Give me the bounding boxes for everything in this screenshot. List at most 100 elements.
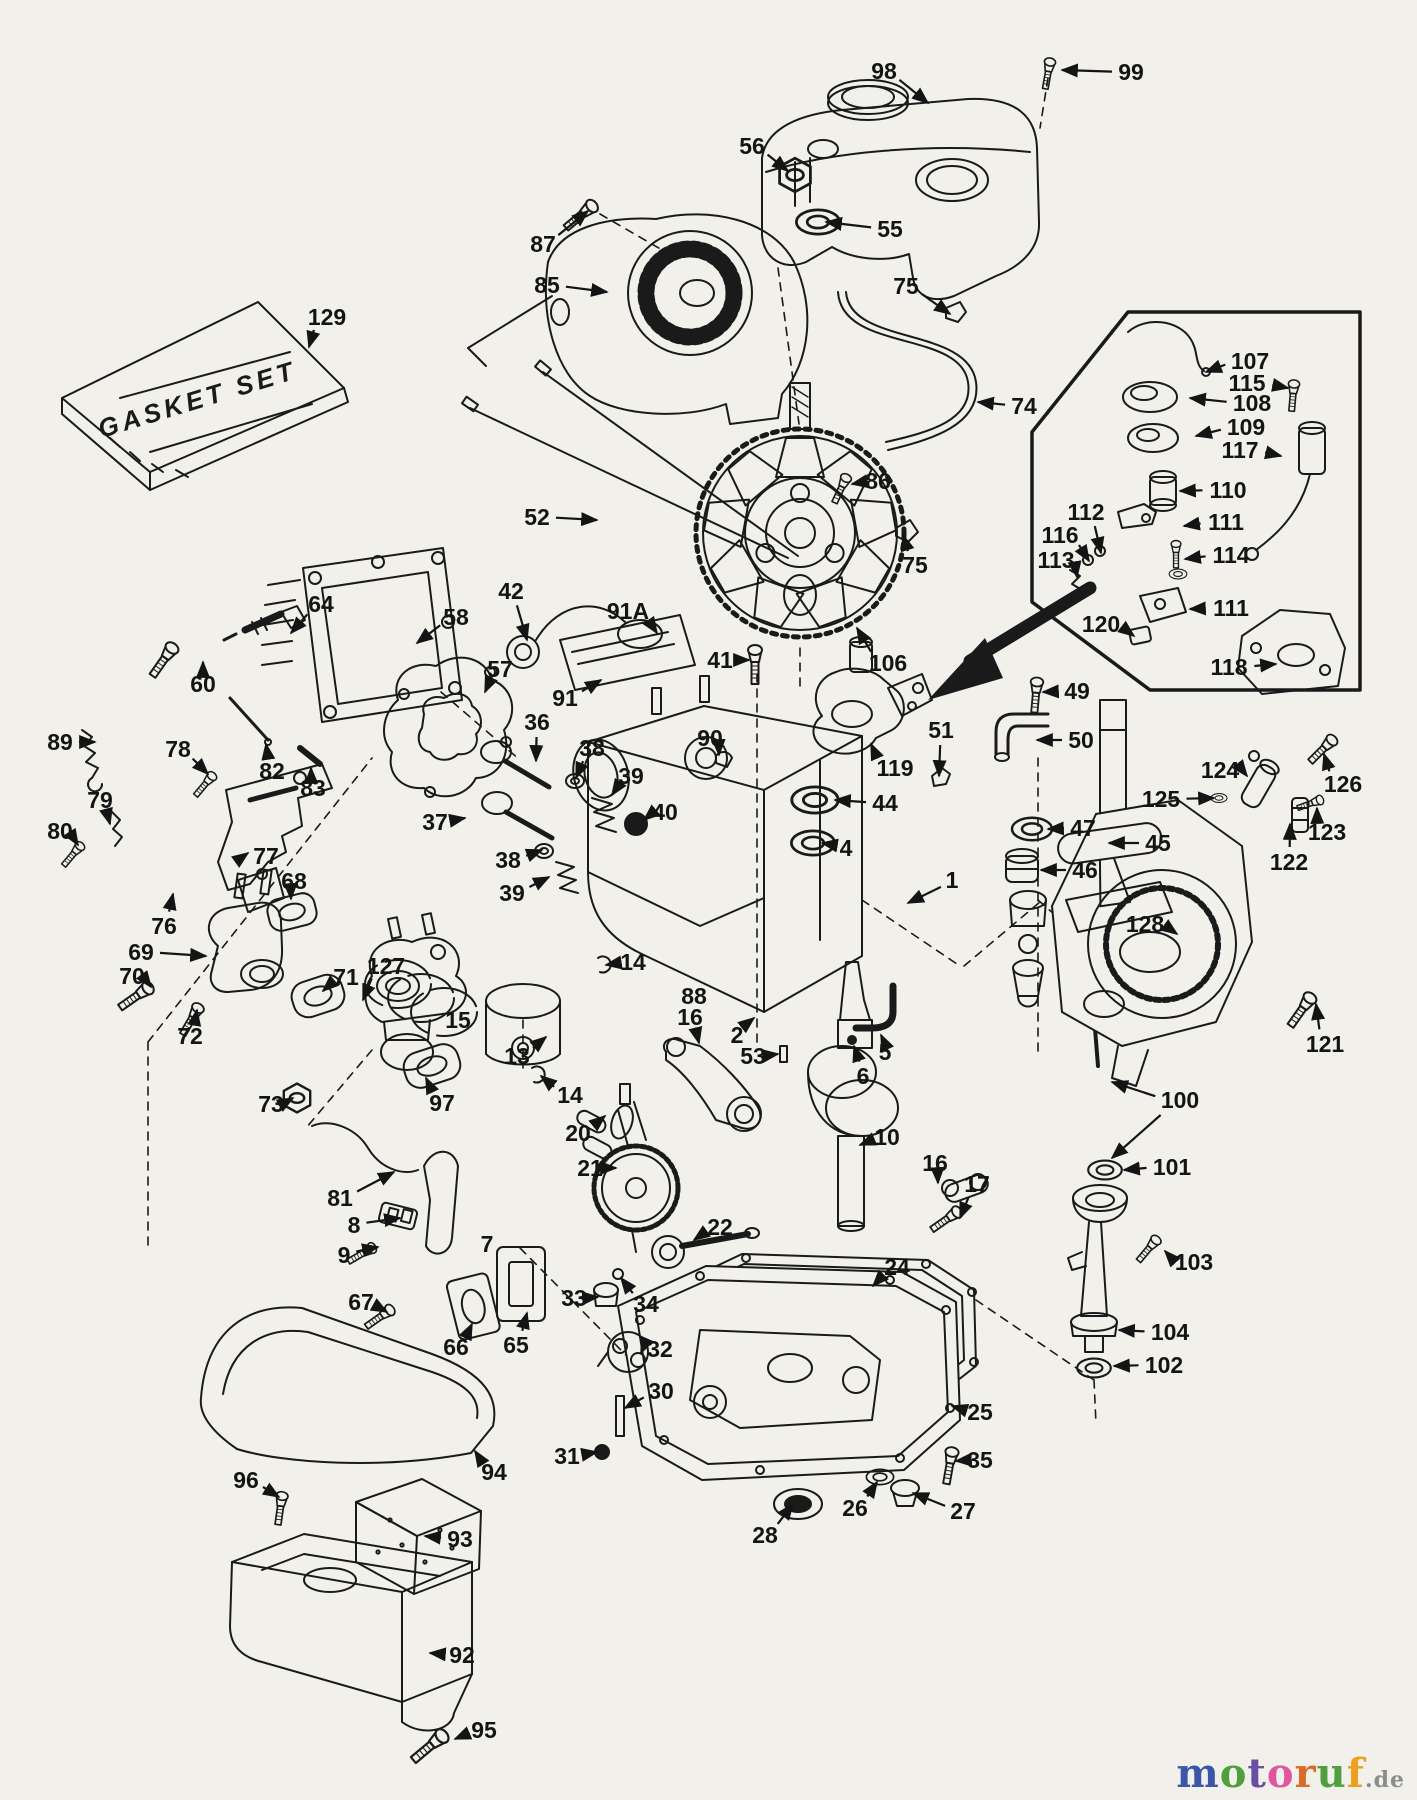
leader-103 <box>1163 1249 1181 1268</box>
leader-66 <box>458 1322 473 1342</box>
magneto-box <box>1030 310 1362 695</box>
valve-train <box>480 740 733 894</box>
leader-78 <box>191 757 210 776</box>
logo-letter: m <box>1176 1750 1220 1797</box>
part-label-89: 89 <box>47 729 73 755</box>
leader-39b <box>528 876 551 891</box>
bolt-41 <box>747 644 763 685</box>
leader-108 <box>1188 392 1227 407</box>
leader-107 <box>1204 359 1226 374</box>
part-label-120: 120 <box>1082 611 1120 637</box>
fuel-tank <box>761 79 1041 301</box>
bolt-9 <box>344 1240 380 1268</box>
leader-95 <box>453 1726 473 1741</box>
leader-16a <box>688 1025 703 1045</box>
leader-17 <box>958 1196 973 1220</box>
part-label-109: 109 <box>1227 414 1265 440</box>
part-label-2: 2 <box>731 1022 744 1048</box>
part-label-52: 52 <box>524 504 550 530</box>
part-label-87: 87 <box>530 231 556 257</box>
leader-42 <box>515 604 530 642</box>
spark-wire <box>535 605 626 641</box>
spark-plug <box>222 605 306 642</box>
part-label-97: 97 <box>429 1090 455 1116</box>
leader-91A <box>642 615 658 635</box>
leader-126 <box>1321 752 1336 772</box>
leader-72 <box>187 1008 202 1027</box>
leader-97 <box>425 1076 440 1096</box>
leader-25 <box>950 1403 970 1418</box>
leader-31 <box>580 1447 599 1462</box>
leader-127 <box>361 977 376 1002</box>
leader-100b <box>1110 1114 1162 1160</box>
clip-51 <box>931 767 951 787</box>
part-label-107: 107 <box>1231 348 1269 374</box>
leader-118 <box>1254 658 1278 673</box>
leader-92 <box>428 1647 447 1662</box>
leader-121 <box>1311 1002 1326 1030</box>
leader-87 <box>557 209 590 236</box>
leader-73 <box>275 1097 295 1112</box>
intake-elbow <box>207 868 318 993</box>
leader-71 <box>321 975 340 993</box>
oil-pan <box>617 1265 961 1481</box>
part-label-81: 81 <box>327 1185 353 1211</box>
part-label-83: 83 <box>300 775 326 801</box>
part-label-39b: 39 <box>499 880 525 906</box>
motoruf-logo[interactable]: motoruf.de <box>1176 1754 1405 1794</box>
leader-58 <box>415 624 441 645</box>
part-label-82: 82 <box>259 758 285 784</box>
gasket-set-text: GASKET SET <box>94 355 300 444</box>
part-label-69: 69 <box>128 939 154 965</box>
leader-91 <box>581 679 603 695</box>
screw-96 <box>271 1490 290 1527</box>
gasket-109 <box>1127 423 1179 453</box>
part-label-46: 46 <box>1072 857 1098 883</box>
part-label-66: 66 <box>443 1334 469 1360</box>
part-label-125: 125 <box>1142 786 1181 812</box>
part-label-117: 117 <box>1221 437 1258 463</box>
bolt-121 <box>1283 988 1320 1031</box>
part-label-26: 26 <box>842 1495 868 1521</box>
camshaft <box>591 1083 681 1253</box>
leader-37 <box>448 813 467 828</box>
part-label-27: 27 <box>950 1498 976 1524</box>
logo-letter: o <box>1266 1750 1295 1797</box>
part-label-80: 80 <box>47 818 73 844</box>
control-brackets <box>217 696 333 913</box>
clamp-8 <box>377 1201 419 1231</box>
leader-101 <box>1122 1161 1147 1176</box>
part-label-73: 73 <box>258 1091 284 1117</box>
bolt-17 <box>927 1203 966 1236</box>
leader-10 <box>858 1132 878 1147</box>
part-label-34: 34 <box>633 1291 659 1317</box>
part-label-115: 115 <box>1228 370 1265 396</box>
leader-115 <box>1271 377 1290 392</box>
ignition-coil <box>506 605 696 691</box>
part-label-14a: 14 <box>557 1082 583 1108</box>
part-label-36: 36 <box>524 709 550 735</box>
part-label-50: 50 <box>1068 727 1094 753</box>
leader-57 <box>483 674 498 694</box>
leader-100 <box>1110 1080 1156 1098</box>
recoil-starter <box>1051 750 1309 1087</box>
part-label-75a: 75 <box>893 273 919 299</box>
part-label-7: 7 <box>481 1231 494 1257</box>
part-label-44: 44 <box>872 790 898 816</box>
leader-47 <box>1046 821 1065 836</box>
hose-clamp-75a <box>945 301 967 323</box>
part-label-103: 103 <box>1175 1249 1213 1275</box>
part-label-9: 9 <box>338 1242 351 1268</box>
part-label-123: 123 <box>1308 819 1346 845</box>
springs-linkage <box>81 729 459 1255</box>
ring-101 <box>1087 1159 1123 1181</box>
part-label-86: 86 <box>865 468 891 494</box>
leader-44 <box>833 794 867 809</box>
part-label-64: 64 <box>308 591 334 617</box>
part-label-65: 65 <box>503 1332 529 1358</box>
leader-75a <box>921 293 952 316</box>
leader-14a <box>539 1074 558 1092</box>
leader-67 <box>369 1298 389 1313</box>
part-label-90: 90 <box>697 725 723 751</box>
